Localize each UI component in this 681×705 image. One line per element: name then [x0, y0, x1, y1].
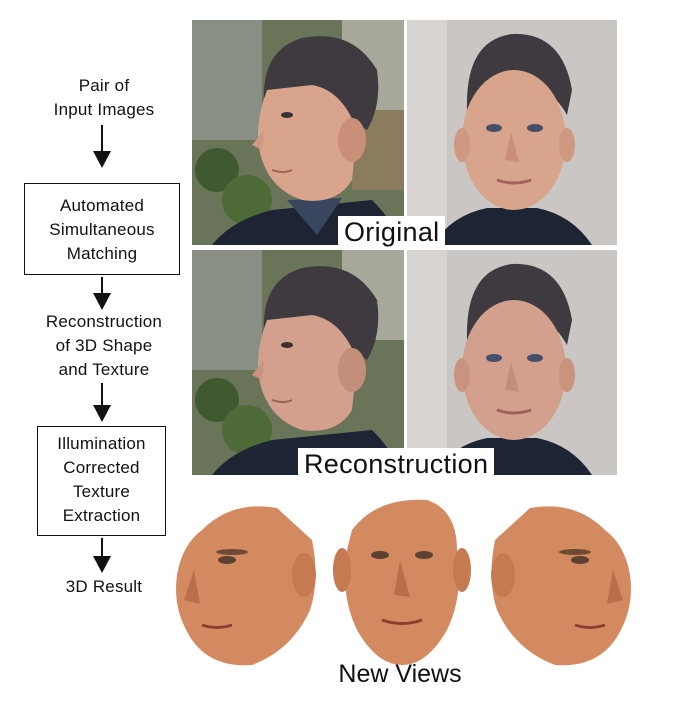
- step-illumination-texture: Illumination Corrected Texture Extractio…: [37, 426, 166, 536]
- caption-new-views: New Views: [338, 660, 462, 688]
- new-view-left-render: [172, 500, 322, 670]
- caption-original: Original: [338, 216, 446, 248]
- new-view-right-render: [485, 500, 635, 670]
- original-frontal-photo: [407, 20, 617, 245]
- original-profile-photo: [192, 20, 404, 245]
- arrow-down-icon: [92, 125, 112, 169]
- arrow-down-icon: [92, 383, 112, 423]
- arrow-down-icon: [92, 277, 112, 311]
- step-automated-matching: Automated Simultaneous Matching: [24, 183, 180, 275]
- step-reconstruction-3d: Reconstruction of 3D Shape and Texture: [45, 312, 163, 379]
- step-pair-of-input-images: Pair of Input Images: [53, 76, 155, 119]
- step-3d-result: 3D Result: [65, 577, 143, 596]
- caption-reconstruction: Reconstruction: [298, 448, 495, 480]
- reconstruction-profile-photo: [192, 250, 404, 475]
- reconstruction-frontal-photo: [407, 250, 617, 475]
- arrow-down-icon: [92, 538, 112, 574]
- new-view-front-render: [332, 495, 472, 670]
